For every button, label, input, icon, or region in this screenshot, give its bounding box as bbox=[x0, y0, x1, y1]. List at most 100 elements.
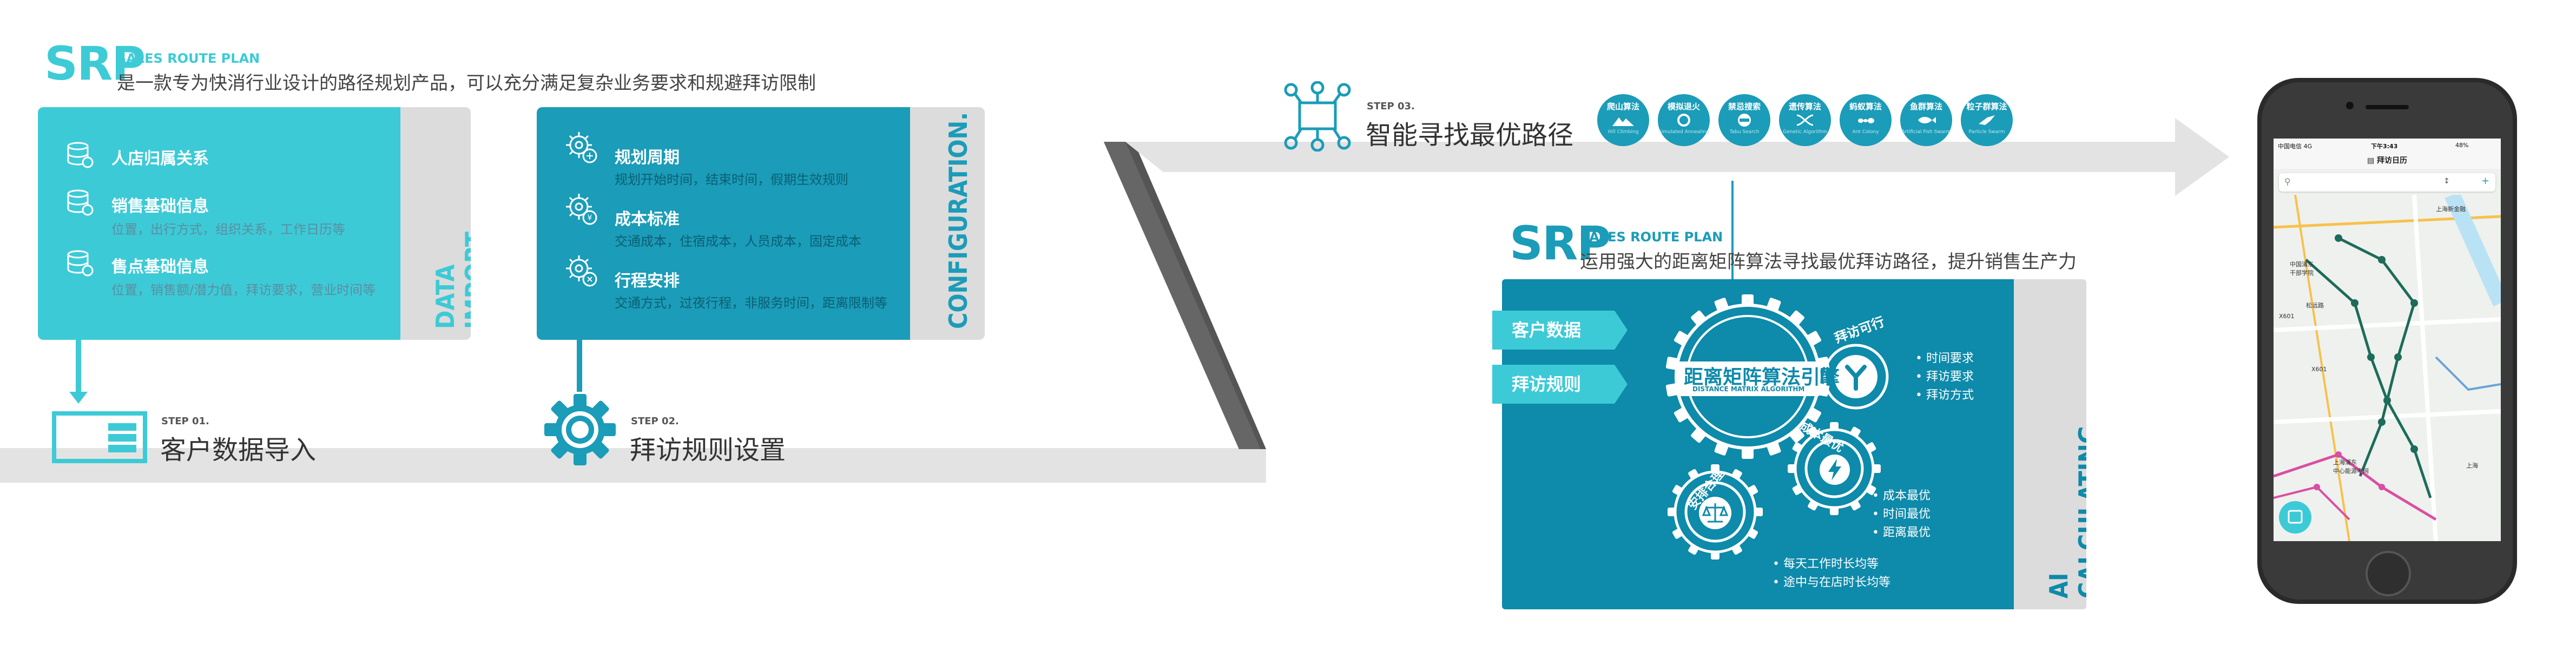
gear-tooth bbox=[1731, 544, 1742, 555]
engine-subtitle: DISTANCE MATRIX ALGORITHM bbox=[1692, 385, 1805, 393]
gear-tooth bbox=[1714, 441, 1729, 456]
gear-tooth bbox=[1747, 528, 1758, 539]
flow-arrow bbox=[1104, 118, 2229, 449]
map-label: 松远路 bbox=[2306, 302, 2324, 309]
search-bar[interactable]: ⚲ ↕ + bbox=[2279, 173, 2495, 192]
item-store-relation: 人店归属关系 bbox=[111, 149, 209, 168]
gear-tooth bbox=[1850, 426, 1861, 438]
tag-customer-data: 客户数据 bbox=[1492, 311, 1615, 350]
gear-tooth bbox=[1830, 422, 1839, 431]
gear-tooth bbox=[1672, 485, 1683, 496]
item-cost-standard-desc: 交通成本，住宿成本，人员成本，固定成本 bbox=[615, 234, 861, 249]
srp-logo: SRP bbox=[44, 37, 146, 91]
item-sales-info: 销售基础信息 bbox=[111, 197, 209, 216]
data-import-label: DATA IMPORT. bbox=[431, 227, 471, 329]
item-itinerary: 行程安排 bbox=[615, 272, 680, 291]
configuration-panel: CONFIGURATION. bbox=[537, 107, 985, 340]
bullet-workday: • 每天工作时长均等 bbox=[1773, 557, 1879, 571]
algo-particle-swarm: 粒子群算法 Particle Swarm bbox=[1961, 94, 2013, 146]
step2-number: STEP 02. bbox=[631, 416, 679, 427]
gear-tooth bbox=[1711, 464, 1719, 473]
route-map[interactable] bbox=[2274, 195, 2501, 541]
algo-simulated-annealing: 模拟退火 Simulated Annealing bbox=[1658, 94, 1710, 146]
gear-tooth bbox=[1747, 485, 1758, 496]
battery: 48% bbox=[2455, 142, 2469, 149]
gear-tooth bbox=[1674, 407, 1689, 423]
step1-label: 客户数据导入 bbox=[160, 435, 317, 465]
gear-tooth bbox=[1830, 506, 1839, 515]
phone-frame: 中国电信 4G 下午3:43 48% ▤ 拜访日历 ⚲ ↕ + bbox=[2257, 78, 2517, 604]
gear-tooth bbox=[1742, 447, 1754, 459]
bullet-time-req: • 时间要求 bbox=[1915, 352, 1974, 365]
gear-tooth bbox=[1808, 499, 1819, 511]
bullet-visit-mode: • 拜访方式 bbox=[1915, 389, 1974, 402]
map-label: X601 bbox=[2279, 313, 2295, 320]
item-store-info: 售点基础信息 bbox=[111, 258, 209, 277]
algo-sub: Simulated Annealing bbox=[1658, 129, 1709, 135]
calendar-icon: ▤ bbox=[2367, 156, 2377, 165]
item-plan-cycle-desc: 规划开始时间，结束时间，假期生效规则 bbox=[615, 172, 848, 187]
bullet-cost: • 成本最优 bbox=[1872, 489, 1931, 503]
gear-tooth bbox=[1688, 544, 1699, 555]
map-label: 上海浦东 bbox=[2333, 459, 2357, 466]
gear-tooth bbox=[1766, 298, 1781, 312]
configuration-label: CONFIGURATION. bbox=[944, 112, 973, 329]
connector-line bbox=[1731, 181, 1734, 281]
gear-tooth bbox=[1714, 298, 1729, 312]
gear-tooth bbox=[1766, 441, 1781, 456]
nav-title: ▤ 拜访日历 bbox=[2274, 153, 2501, 169]
gear-tooth bbox=[1792, 442, 1803, 453]
connector-line bbox=[76, 340, 81, 399]
srp-logo-2: SRP bbox=[1510, 216, 1611, 271]
lightning-icon bbox=[1820, 455, 1850, 487]
srp-tagline: SALES ROUTE PLAN bbox=[117, 51, 260, 66]
ai-calculating-label: AI CALCULATING. bbox=[2044, 417, 2086, 599]
dna-icon bbox=[1796, 114, 1814, 126]
phone-speaker bbox=[2366, 105, 2409, 109]
gear-tooth bbox=[1665, 383, 1679, 397]
algo-sub: Particle Swarm bbox=[1968, 129, 2005, 135]
bullet-time: • 时间最优 bbox=[1872, 508, 1931, 521]
algo-name: 鱼群算法 bbox=[1909, 102, 1942, 111]
algo-ant-colony: 蚂蚁算法 Ant Colony bbox=[1840, 94, 1892, 146]
algo-name: 爬山算法 bbox=[1606, 102, 1639, 111]
gear-tooth bbox=[1672, 528, 1683, 539]
map-label: 中心能源电网 bbox=[2333, 468, 2369, 475]
gear-tooth bbox=[1872, 464, 1881, 473]
scale-icon bbox=[1699, 497, 1731, 531]
map-label: 干部学院 bbox=[2290, 269, 2314, 277]
gear-icon bbox=[563, 252, 599, 291]
map-label: 上海 bbox=[2466, 462, 2478, 469]
algo-name: 禁忌搜索 bbox=[1728, 102, 1761, 111]
intro-text: 是一款专为快消行业设计的路径规划产品，可以充分满足复杂业务要求和规避拜访限制 bbox=[117, 73, 816, 94]
map-label: X601 bbox=[2311, 366, 2327, 373]
gear-tooth bbox=[1865, 484, 1876, 495]
gear-tooth bbox=[1806, 407, 1822, 423]
algo-name: 粒子群算法 bbox=[1966, 102, 2007, 111]
item-sales-info-desc: 位置，出行方式，组织关系，工作日历等 bbox=[111, 222, 345, 237]
gear-tooth bbox=[1731, 469, 1742, 480]
timeline-bar bbox=[0, 448, 1266, 483]
fish-icon bbox=[1918, 117, 1936, 123]
data-import-card bbox=[38, 107, 400, 340]
bird-icon bbox=[1979, 115, 1995, 125]
algo-fish-swarm: 鱼群算法 Artificial Fish Swarm bbox=[1900, 94, 1952, 146]
filter-icon[interactable]: ↕ bbox=[2443, 177, 2450, 186]
gears-diagram bbox=[1665, 294, 1889, 560]
tag-arrow bbox=[1615, 365, 1628, 404]
gear-tooth bbox=[1865, 442, 1876, 453]
status-bar: 中国电信 4G 下午3:43 48% bbox=[2274, 139, 2501, 153]
database-icon bbox=[64, 248, 94, 280]
algo-sub: Artificial Fish Swarm bbox=[1901, 129, 1951, 135]
carrier: 中国电信 4G bbox=[2278, 143, 2313, 150]
step1-number: STEP 01. bbox=[161, 416, 209, 427]
data-import-panel: DATA IMPORT. bbox=[38, 107, 471, 340]
home-button[interactable] bbox=[2366, 551, 2411, 596]
bullet-route-time: • 途中与在店时长均等 bbox=[1773, 576, 1890, 589]
refresh-icon bbox=[1677, 114, 1690, 127]
settings-gear-icon bbox=[543, 393, 617, 469]
add-icon[interactable]: + bbox=[2481, 175, 2490, 187]
algo-genetic: 遗传算法 Genetic Algorithm bbox=[1779, 94, 1831, 146]
bullet-distance: • 距离最优 bbox=[1872, 526, 1931, 540]
gear-tooth bbox=[1688, 469, 1699, 480]
